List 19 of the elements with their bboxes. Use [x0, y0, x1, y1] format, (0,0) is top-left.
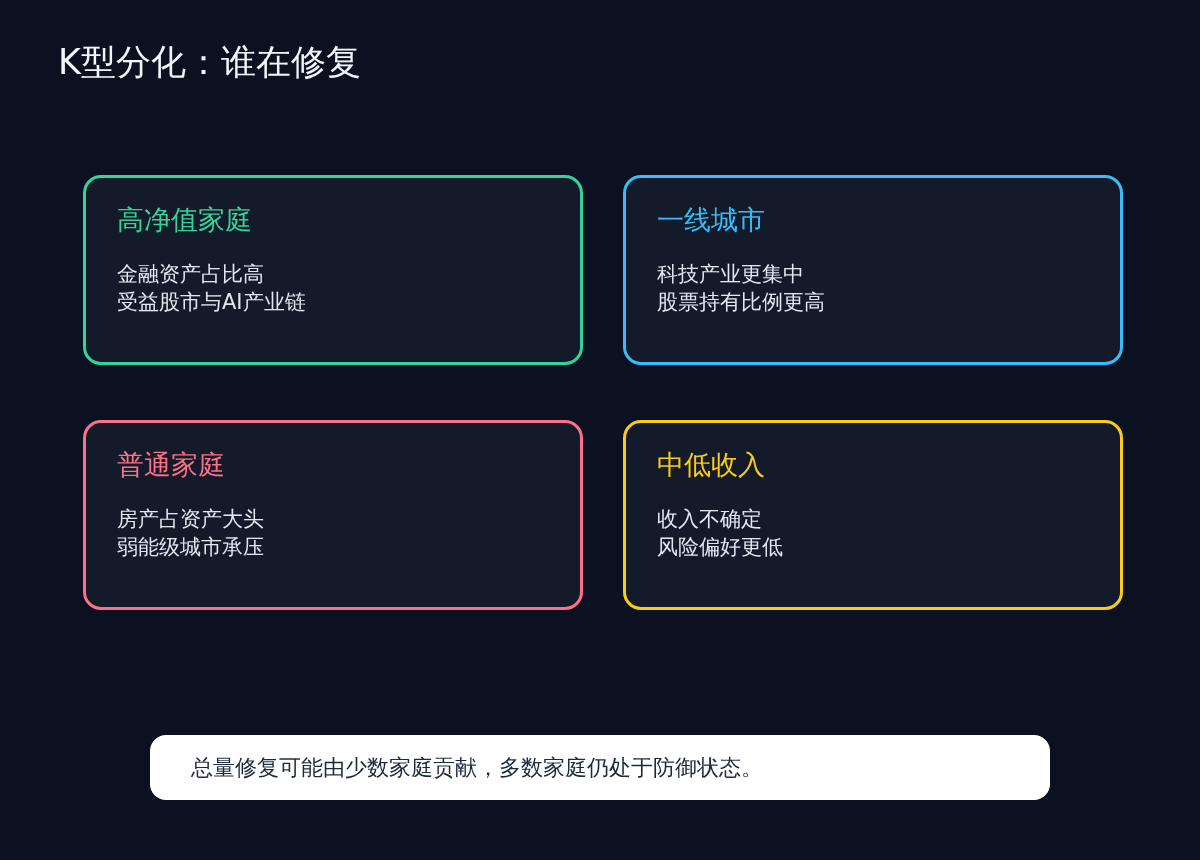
card-text: 股票持有比例更高: [657, 289, 825, 316]
category-card: [83, 420, 583, 610]
page-title: K型分化：谁在修复: [58, 41, 361, 84]
category-card: [83, 175, 583, 365]
card-text: 金融资产占比高: [117, 261, 264, 288]
card-heading: 中低收入: [657, 448, 765, 482]
card-text: 弱能级城市承压: [117, 534, 264, 561]
card-text: 风险偏好更低: [657, 534, 783, 561]
card-text: 受益股市与AI产业链: [117, 289, 306, 316]
card-heading: 高净值家庭: [117, 203, 252, 237]
card-text: 科技产业更集中: [657, 261, 804, 288]
category-card: [623, 420, 1123, 610]
note-box: [150, 735, 1050, 800]
card-heading: 普通家庭: [117, 448, 225, 482]
note-text: 总量修复可能由少数家庭贡献，多数家庭仍处于防御状态。: [191, 754, 763, 782]
card-text: 房产占资产大头: [117, 506, 264, 533]
card-text: 收入不确定: [657, 506, 762, 533]
card-heading: 一线城市: [657, 203, 765, 237]
category-card: [623, 175, 1123, 365]
